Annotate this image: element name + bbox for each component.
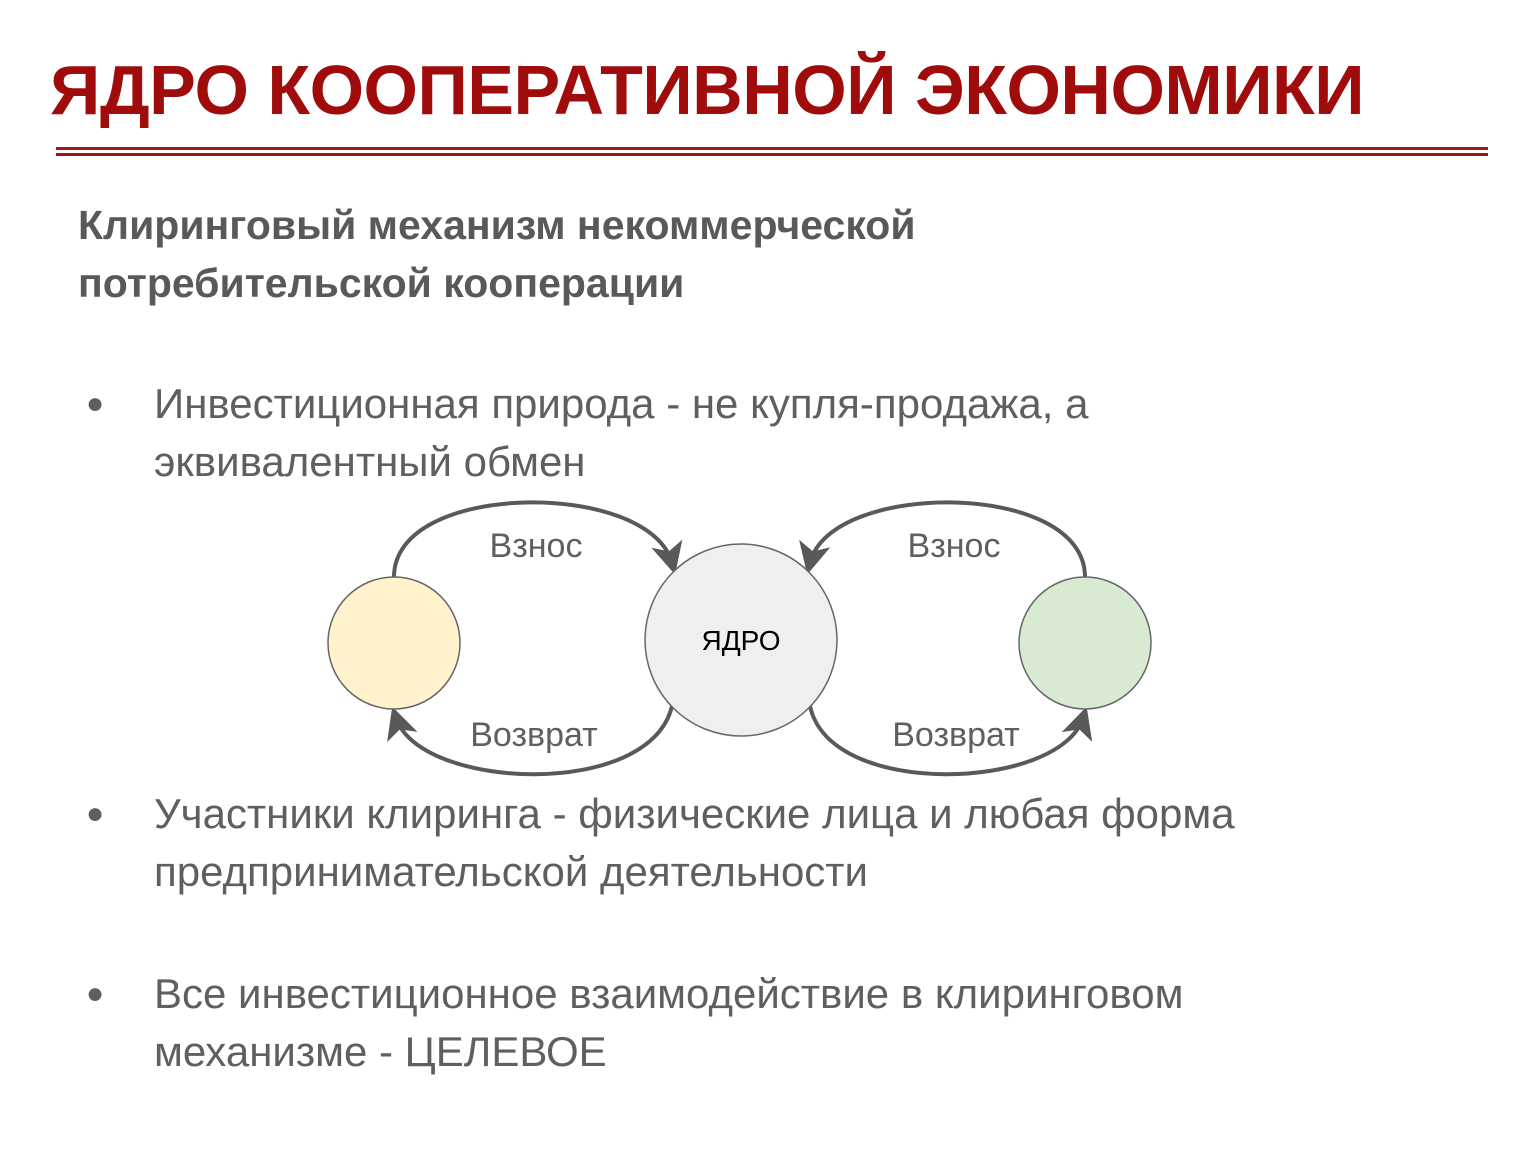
bullet-text: предпринимательской деятельности bbox=[154, 848, 868, 895]
left-return-label: Возврат bbox=[470, 716, 598, 754]
title-divider bbox=[56, 153, 1488, 156]
arrow-right-return bbox=[808, 705, 1093, 777]
bullet-text: Участники клиринга - физические лица и л… bbox=[154, 790, 1235, 837]
left-contribution-label: Взнос bbox=[490, 527, 583, 565]
arrow-left-contribution bbox=[392, 500, 683, 578]
core-label: ЯДРО bbox=[701, 625, 780, 656]
slide-subtitle: Клиринговый механизм некоммерческой потр… bbox=[78, 196, 916, 312]
arrow-left-return bbox=[387, 705, 674, 777]
subtitle-line: Клиринговый механизм некоммерческой bbox=[78, 202, 916, 248]
left-participant-circle bbox=[327, 576, 461, 710]
bullet-icon: ● bbox=[86, 977, 105, 1010]
bullet-text: Все инвестиционное взаимодействие в клир… bbox=[154, 970, 1184, 1017]
bullet-text: эквивалентный обмен bbox=[154, 438, 586, 485]
core-circle bbox=[644, 543, 838, 737]
right-return-label: Возврат bbox=[892, 716, 1020, 754]
bullet-icon: ● bbox=[86, 797, 105, 830]
bullet-text: Инвестиционная природа - не купля-продаж… bbox=[154, 380, 1089, 427]
arrow-right-contribution bbox=[799, 500, 1087, 578]
title-divider bbox=[56, 147, 1488, 150]
right-contribution-label: Взнос bbox=[908, 527, 1001, 565]
bullet-icon: ● bbox=[86, 387, 105, 420]
bullet-text: механизме - ЦЕЛЕВОЕ bbox=[154, 1028, 607, 1075]
right-participant-circle bbox=[1018, 576, 1152, 710]
slide-title: ЯДРО КООПЕРАТИВНОЙ ЭКОНОМИКИ bbox=[50, 51, 1365, 129]
subtitle-line: потребительской кооперации bbox=[78, 260, 685, 306]
